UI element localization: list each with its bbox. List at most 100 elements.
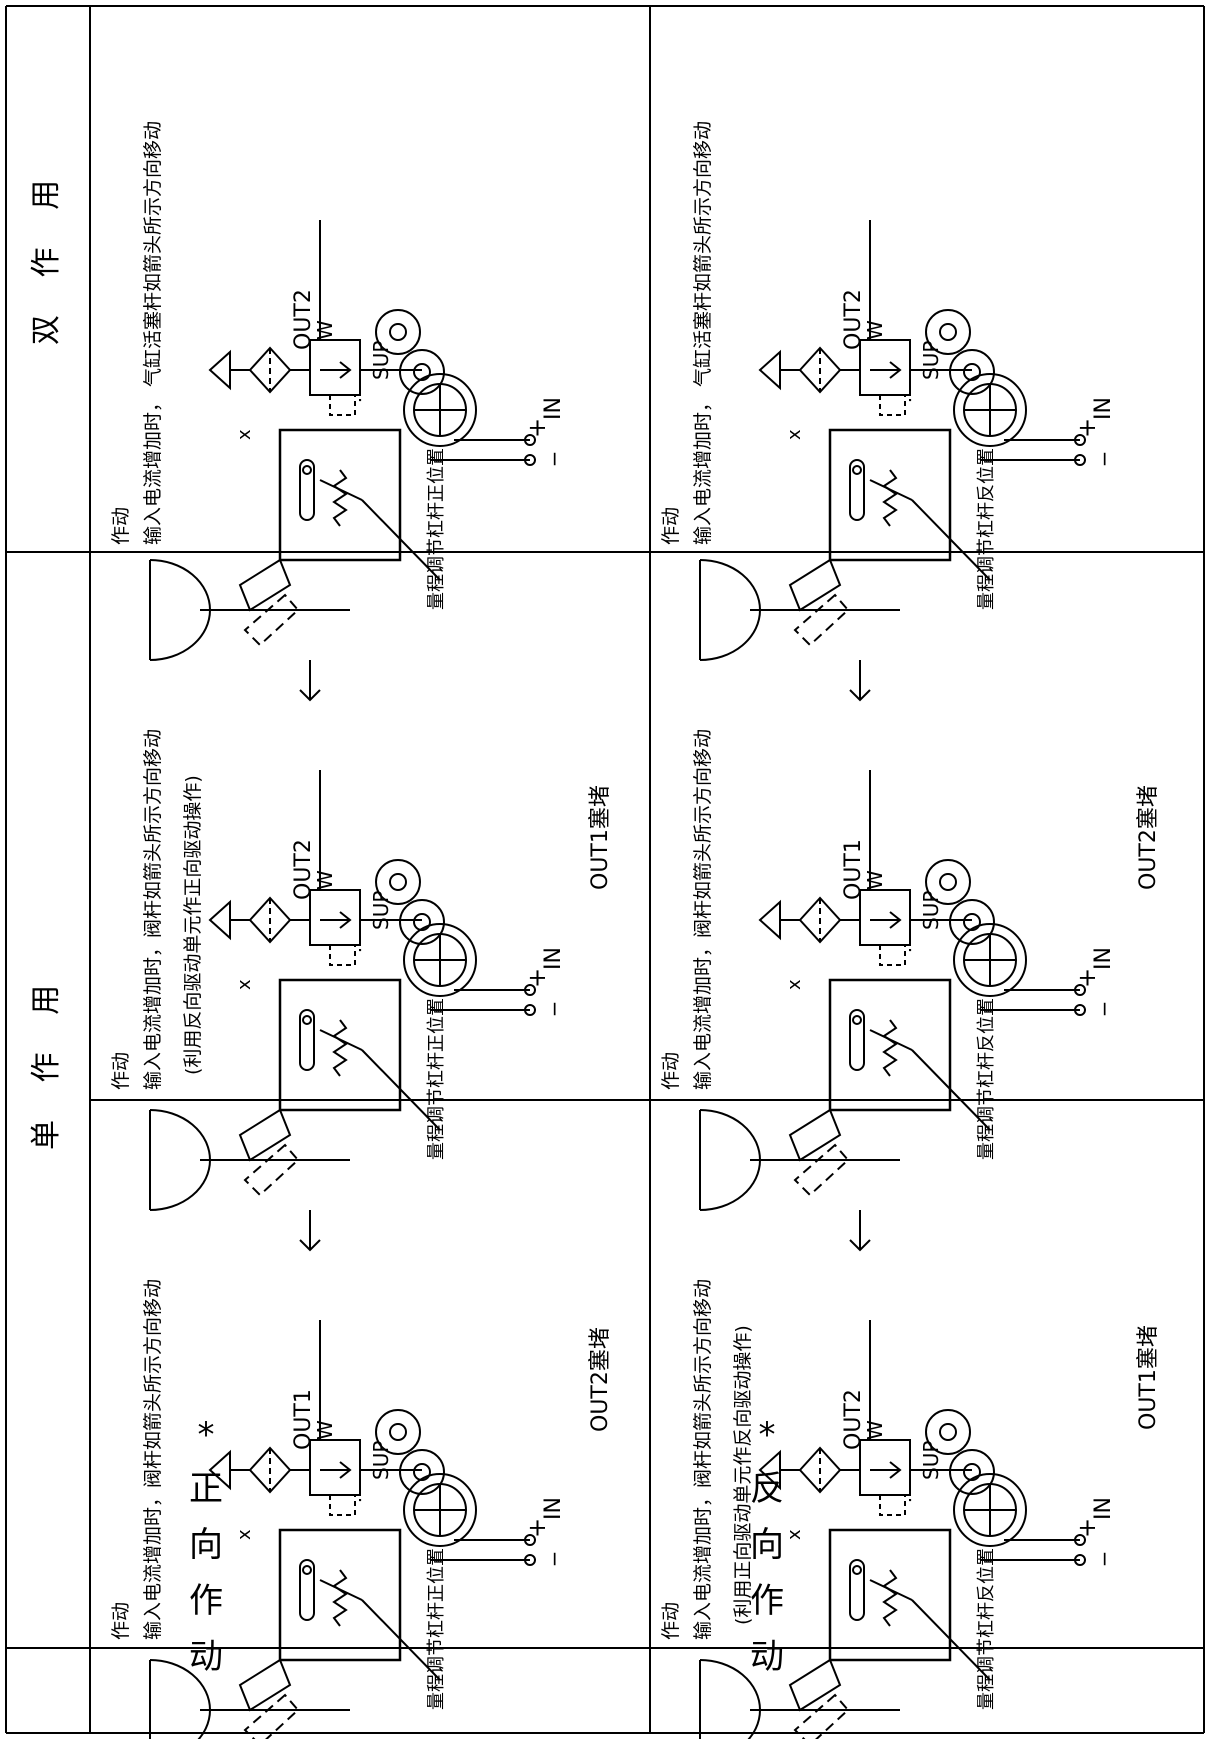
gauge-center [389, 1423, 407, 1441]
feedback-arm [788, 1108, 842, 1162]
caption-line2: (利用反向驱动单元作正向驱动操作) [182, 775, 204, 1075]
positioner-housing [828, 1528, 952, 1662]
minus-label: _ [528, 452, 556, 466]
feedback-spring [332, 469, 348, 527]
supply-gauge [949, 899, 995, 945]
plus-label: + [523, 968, 551, 988]
gauge-center [939, 323, 957, 341]
terminal-minus [524, 1004, 536, 1016]
row-direct-char-3: 作 [189, 1581, 223, 1621]
in-label: IN [1091, 397, 1116, 420]
adjust-leader [361, 1599, 441, 1681]
adjust-pointer [319, 479, 363, 501]
cam-pin [302, 465, 312, 475]
terminal-plus [524, 434, 536, 446]
torque-motor [953, 923, 1027, 997]
lever-position-label: 量程调节杠杆反位置 [976, 1548, 997, 1710]
regulator-drain [879, 1495, 906, 1516]
cam-pin [852, 465, 862, 475]
cam-pin [302, 1565, 312, 1575]
row-reverse-asterisk: * [758, 1415, 776, 1455]
cam-pin [302, 1015, 312, 1025]
row-direct-char-2: 向 [189, 1525, 223, 1565]
feedback-arm-dashed [243, 1693, 300, 1739]
terminal-minus [524, 454, 536, 466]
regulator-arrow [320, 1461, 352, 1479]
caption-line1: 输入电流增加时，阀杆如箭头所示方向移动 [692, 1278, 714, 1640]
regulator-drain [329, 395, 356, 416]
positioner-housing [278, 978, 402, 1112]
row-direct-asterisk: * [197, 1415, 215, 1455]
x-label: x [784, 979, 805, 990]
torque-motor [953, 1473, 1027, 1547]
caption-line1: 输入电流增加时，阀杆如箭头所示方向移动 [142, 728, 164, 1090]
torque-motor [403, 923, 477, 997]
lever-position-label: 量程调节杠杆正位置 [426, 1548, 447, 1710]
supply-triangle [758, 899, 781, 941]
adjust-pointer [869, 1029, 913, 1051]
out-label: OUT2 [841, 1389, 866, 1450]
minus-label: _ [1078, 1552, 1106, 1566]
caption-operation: 作动 [110, 506, 132, 545]
out-label: OUT1 [291, 1389, 316, 1450]
out-label: OUT2 [291, 289, 316, 350]
adjust-leader [911, 499, 991, 581]
terminal-plus [1074, 984, 1086, 996]
feedback-arm [238, 1658, 292, 1712]
gauge-center [389, 873, 407, 891]
minus-label: _ [1078, 1002, 1106, 1016]
x-label: x [784, 1529, 805, 1540]
output-gauge [375, 1409, 421, 1455]
adjust-leader [911, 1049, 991, 1131]
feedback-arm [238, 1108, 292, 1162]
header-double-acting: 双 作 用 [29, 165, 64, 345]
row-reverse-char-1: 反 [750, 1469, 784, 1509]
torque-motor [403, 1473, 477, 1547]
cam-slot [849, 459, 865, 521]
torque-motor [403, 373, 477, 447]
out-label: OUT2 [291, 839, 316, 900]
caption-operation: 作动 [660, 1601, 682, 1640]
positioner-housing [828, 978, 952, 1112]
regulator-box [309, 339, 361, 396]
gauge-center [939, 873, 957, 891]
regulator-drain [879, 395, 906, 416]
lever-position-label: 量程调节杠杆正位置 [426, 448, 447, 610]
terminal-plus [524, 984, 536, 996]
plus-label: + [1073, 1518, 1101, 1538]
w-label: W [863, 870, 887, 890]
stem-arrow [299, 660, 321, 702]
terminal-plus [1074, 1534, 1086, 1546]
x-label: x [234, 429, 255, 440]
cam-pin [852, 1565, 862, 1575]
feedback-spring [332, 1569, 348, 1627]
in-label: IN [541, 397, 566, 420]
feedback-arm-dashed [793, 1143, 850, 1197]
feedback-spring [882, 1569, 898, 1627]
feedback-arm [788, 558, 842, 612]
row-direct-char-4: 动 [189, 1637, 223, 1677]
cam-slot [299, 1009, 315, 1071]
plug-label: OUT2塞堵 [588, 1327, 613, 1432]
supply-gauge [399, 899, 445, 945]
stem-arrow [849, 1210, 871, 1252]
row-reverse-char-4: 动 [750, 1637, 784, 1677]
supply-triangle [758, 349, 781, 391]
feedback-spring [332, 1019, 348, 1077]
lever-position-label: 量程调节杠杆正位置 [426, 998, 447, 1160]
w-label: W [863, 320, 887, 340]
plug-label: OUT1塞堵 [588, 785, 613, 890]
header-single-acting: 单 作 用 [29, 970, 64, 1150]
gauge-center [963, 1463, 981, 1481]
regulator-arrow [870, 911, 902, 929]
adjust-pointer [319, 1029, 363, 1051]
caption-line1: 输入电流增加时，阀杆如箭头所示方向移动 [142, 1278, 164, 1640]
regulator-arrow [870, 361, 902, 379]
row-reverse-char-3: 作 [750, 1581, 784, 1621]
